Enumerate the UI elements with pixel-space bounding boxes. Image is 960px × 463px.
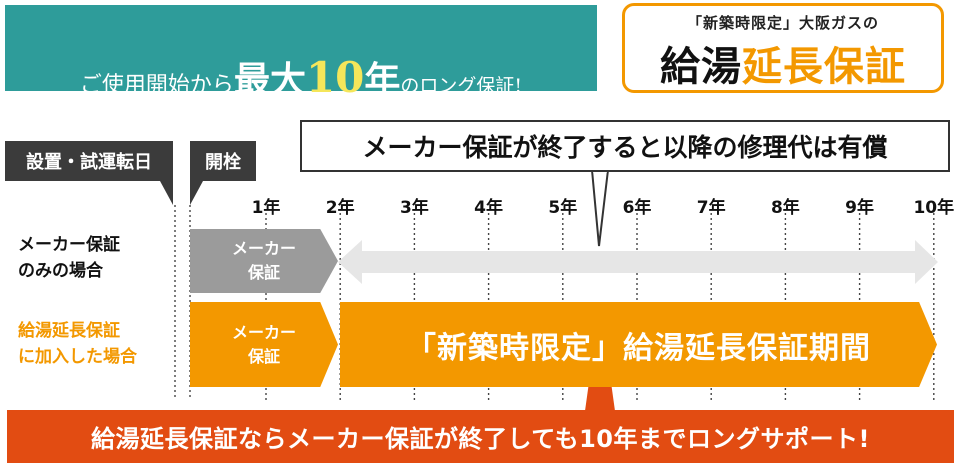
year-label: 7年 [696,198,726,218]
banner-post-text: のロング保証! [400,75,523,97]
maker-only-row-label: メーカー保証 のみの場合 [18,232,120,284]
extended-warranty-period-segment: 「新築時限定」給湯延長保証期間 [340,302,937,387]
banner-year-unit: 年 [364,59,401,101]
open-tag-pointer [190,181,203,205]
banner-years-number: 10 [305,53,365,102]
extended-row-maker-segment: メーカー 保証 [190,302,338,387]
year-label: 10年 [913,198,955,218]
year-label: 8年 [770,198,800,218]
extended-label-line1: 給湯延長保証 [18,321,120,341]
year-label: 3年 [399,198,429,218]
gas-open-tag: 開栓 [190,141,256,181]
long-support-banner: 給湯延長保証ならメーカー保証が終了しても10年までロングサポート! [7,410,954,463]
paid-repair-callout: メーカー保証が終了すると以降の修理代は有償 [300,120,950,172]
logo-title-black: 給湯 [660,44,742,90]
extended-label-line2: に加入した場合 [18,347,137,367]
year-label: 4年 [474,198,504,218]
service-logo: 「新築時限定」大阪ガスの 給湯延長保証 [622,3,944,93]
maker-warranty-segment: メーカー 保証 [190,229,338,293]
maker-only-label-line2: のみの場合 [18,261,103,281]
install-date-tag: 設置・試運転日 [5,141,173,181]
extended-row-maker-segment-label: メーカー 保証 [231,322,296,366]
callout-pointer [590,169,610,247]
year-label: 6年 [622,198,652,218]
maker-warranty-segment-label: メーカー 保証 [231,239,296,282]
logo-title-orange: 延長保証 [742,44,906,90]
install-tag-pointer [160,181,173,205]
extended-row-label: 給湯延長保証 に加入した場合 [18,318,137,370]
year-label: 1年 [251,198,281,218]
maker-only-label-line1: メーカー保証 [18,235,120,255]
extended-warranty-period-label: 「新築時限定」給湯延長保証期間 [406,330,871,366]
header-banner: ご使用開始から 最大 10 年 のロング保証! [5,5,597,102]
no-warranty-double-arrow [338,240,938,284]
year-label: 9年 [845,198,875,218]
year-label: 2年 [325,198,355,218]
logo-title: 給湯延長保証 [625,34,941,92]
logo-subtitle: 「新築時限定」大阪ガスの [686,14,879,32]
banner-pre-text: ご使用開始から [79,73,234,98]
banner-headline: ご使用開始から 最大 10 年 のロング保証! [80,27,522,103]
banner-max-text: 最大 [233,59,306,101]
year-label: 5年 [548,198,578,218]
